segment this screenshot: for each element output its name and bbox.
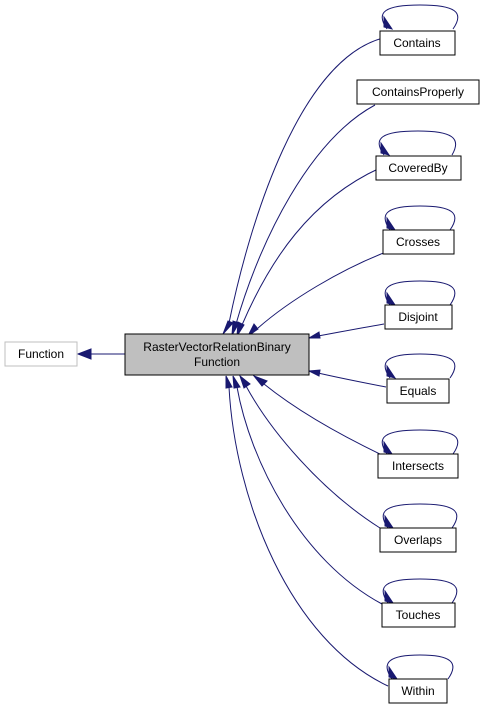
edge-contains — [228, 37, 384, 324]
inheritance-edges — [90, 37, 389, 687]
arrow-overlaps — [238, 374, 251, 389]
edge-overlaps — [245, 385, 381, 529]
arrow-crosses — [247, 323, 259, 337]
edge-coveredby — [241, 167, 381, 326]
node-main-label-line1: RasterVectorRelationBinary — [143, 340, 290, 354]
node-disjoint-box — [384, 304, 453, 330]
arrow-within — [225, 375, 233, 389]
selfloop-coveredby — [378, 130, 457, 156]
node-intersects-box — [377, 453, 459, 479]
node-containsproperly[interactable]: ContainsProperly — [356, 79, 480, 105]
selfloop-arrow-touches — [384, 589, 395, 604]
node-contains-box — [379, 30, 456, 56]
arrow-disjoint — [307, 331, 321, 339]
selfloop-within — [386, 654, 454, 680]
node-touches-box — [381, 602, 456, 628]
node-rastervectorrelationbinaryfunction[interactable]: RasterVectorRelationBinary Function — [124, 333, 310, 376]
node-overlaps[interactable]: Overlaps — [379, 527, 457, 553]
node-disjoint-label: Disjoint — [398, 310, 438, 324]
selfloop-arrow-intersects — [383, 440, 394, 455]
node-touches[interactable]: Touches — [381, 602, 456, 628]
selfloop-arrow-within — [388, 665, 399, 680]
arrow-touches — [232, 375, 241, 389]
edge-disjoint — [317, 323, 385, 337]
node-coveredby[interactable]: CoveredBy — [375, 155, 462, 181]
node-function[interactable]: Function — [4, 341, 78, 367]
node-contains-label: Contains — [393, 36, 440, 50]
node-equals[interactable]: Equals — [386, 378, 450, 404]
node-touches-label: Touches — [396, 608, 441, 622]
selfloop-arrow-contains — [383, 15, 394, 30]
selfloop-crosses — [384, 205, 456, 231]
arrowheads — [76, 320, 321, 389]
node-equals-box — [386, 378, 450, 404]
selfloop-intersects — [381, 429, 459, 455]
node-contains[interactable]: Contains — [379, 30, 456, 56]
arrow-intersects — [252, 374, 268, 387]
node-within-label: Within — [401, 684, 434, 698]
selfloop-arrow-crosses — [386, 216, 397, 231]
node-within[interactable]: Within — [388, 678, 448, 704]
node-main-box — [124, 333, 310, 376]
edge-containsproperly — [235, 104, 376, 325]
node-within-box — [388, 678, 448, 704]
node-function-box — [4, 341, 78, 367]
arrow-base — [76, 348, 92, 360]
arrow-containsproperly — [231, 320, 240, 336]
selfloop-arrow-overlaps — [384, 514, 395, 529]
node-containsproperly-box — [356, 79, 480, 105]
node-containsproperly-label: ContainsProperly — [372, 85, 464, 99]
edge-intersects — [263, 383, 383, 456]
node-crosses[interactable]: Crosses — [382, 229, 455, 255]
arrow-contains — [222, 320, 234, 335]
node-main-label-line2: Function — [194, 355, 240, 369]
node-crosses-label: Crosses — [396, 235, 440, 249]
selfloop-touches — [382, 578, 458, 604]
arrow-coveredby — [236, 321, 245, 337]
selfloop-disjoint — [384, 280, 456, 306]
node-coveredby-box — [375, 155, 462, 181]
node-crosses-box — [382, 229, 455, 255]
selfloop-arrow-disjoint — [386, 291, 397, 306]
edge-within — [228, 386, 389, 687]
node-intersects[interactable]: Intersects — [377, 453, 459, 479]
selfloop-arrow-equals — [386, 364, 397, 379]
self-loops — [378, 4, 459, 680]
node-overlaps-label: Overlaps — [394, 533, 442, 547]
node-equals-label: Equals — [400, 384, 437, 398]
node-coveredby-label: CoveredBy — [388, 161, 447, 175]
node-function-label: Function — [18, 347, 64, 361]
node-disjoint[interactable]: Disjoint — [384, 304, 453, 330]
edge-crosses — [257, 251, 387, 329]
selfloop-equals — [384, 353, 456, 379]
edge-equals — [317, 372, 387, 388]
selfloop-arrow-coveredby — [380, 141, 391, 156]
edge-touches — [236, 386, 383, 605]
node-intersects-label: Intersects — [392, 459, 444, 473]
node-overlaps-box — [379, 527, 457, 553]
selfloop-overlaps — [382, 503, 458, 529]
arrow-equals — [307, 369, 321, 377]
selfloop-contains — [381, 4, 459, 30]
